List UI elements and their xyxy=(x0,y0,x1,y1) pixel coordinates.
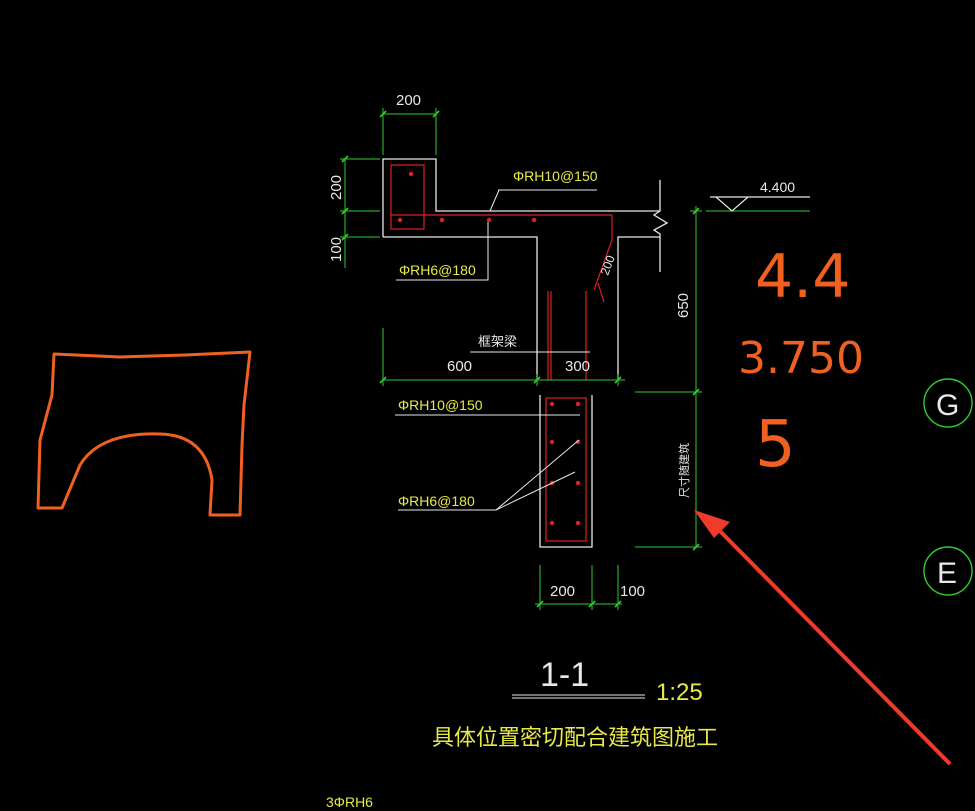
construction-note: 具体位置密切配合建筑图施工 xyxy=(432,725,718,750)
section-title: 1-1 xyxy=(540,656,589,694)
dim-flange-100: 100 xyxy=(328,237,345,262)
handwritten-line3: 5 xyxy=(755,408,796,482)
depth-note: 尺寸随建筑 xyxy=(677,443,691,498)
grid-bubble-e[interactable] xyxy=(923,546,973,596)
rebar-lines xyxy=(390,164,613,542)
dim-slope: 200 xyxy=(598,253,618,277)
rebar-label-lower-top: ΦRH10@150 xyxy=(398,397,483,413)
elevation-value: 4.400 xyxy=(760,179,795,195)
grid-label-g: G xyxy=(936,389,959,422)
rebar-label-upper-stirrup: ΦRH6@180 xyxy=(399,262,476,278)
elevation-symbol xyxy=(710,196,810,212)
red-arrow-pointer xyxy=(694,510,952,766)
handwritten-line1: 4.4 xyxy=(755,242,850,312)
dim-web-width: 300 xyxy=(565,358,590,375)
dim-upper-height: 650 xyxy=(675,293,692,318)
dim-bottom-web: 200 xyxy=(550,583,575,600)
dimension-ticks xyxy=(341,110,700,608)
grid-bubble-g[interactable] xyxy=(923,378,973,428)
dim-flange-200: 200 xyxy=(328,175,345,200)
rebar-dots xyxy=(397,171,581,526)
section-outline xyxy=(382,158,669,548)
handwritten-line2: 3.750 xyxy=(738,333,864,384)
rebar-label-top: ΦRH10@150 xyxy=(513,168,598,184)
dim-top-width: 200 xyxy=(396,92,421,109)
rebar-label-lower-stirrup: ΦRH6@180 xyxy=(398,493,475,509)
leader-lines xyxy=(395,189,645,699)
dimension-lines xyxy=(340,108,810,610)
dim-left-span: 600 xyxy=(447,358,472,375)
dim-bottom-offset: 100 xyxy=(620,583,645,600)
grid-label-e: E xyxy=(937,557,957,590)
rebar-label-bottom-left: 3ΦRH6 xyxy=(326,794,373,810)
handwritten-sketch xyxy=(36,350,252,517)
section-scale: 1:25 xyxy=(656,679,703,706)
beam-label: 框架梁 xyxy=(478,334,517,349)
